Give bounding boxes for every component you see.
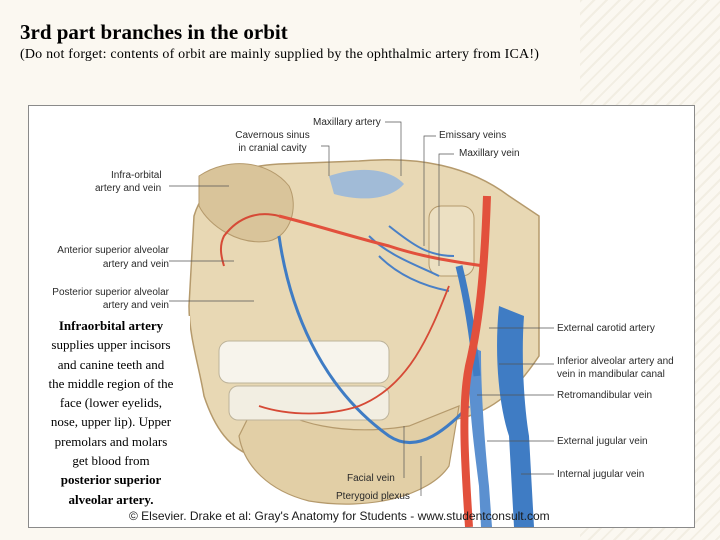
- label-post-sup-alveolar-1: Posterior superior alveolar: [52, 287, 169, 298]
- note-line-5: face (lower eyelids,: [59, 395, 163, 411]
- retromandibular-vein: [455, 265, 481, 377]
- internal-jugular-vein: [497, 306, 534, 527]
- label-infra-orbital-1: Infra-orbital: [111, 170, 162, 181]
- label-pterygoid-plexus: Pterygoid plexus: [336, 491, 410, 502]
- note-line-2: supplies upper incisors: [51, 337, 171, 353]
- note-line-9: posterior superior: [60, 472, 162, 488]
- page-title: 3rd part branches in the orbit: [20, 20, 288, 44]
- figure-copyright: © Elsevier. Drake et al: Gray's Anatomy …: [129, 509, 550, 523]
- note-line-7: premolars and molars: [54, 433, 168, 449]
- lower-teeth: [228, 385, 390, 421]
- infra-orbital-artery: [220, 213, 280, 267]
- label-retromandibular: Retromandibular vein: [557, 390, 653, 401]
- vertebra: [428, 205, 475, 277]
- note-line-8: get blood from: [72, 453, 150, 469]
- label-cavernous-sinus-2: in cranial cavity: [238, 143, 307, 154]
- label-maxillary-vein: Maxillary vein: [459, 148, 520, 159]
- note-line-10: alveolar artery.: [68, 491, 154, 507]
- label-external-jugular: External jugular vein: [557, 436, 648, 447]
- page-subtitle: (Do not forget: contents of orbit are ma…: [20, 47, 540, 62]
- external-jugular-vein: [468, 346, 492, 527]
- label-infra-orbital-2: artery and vein: [95, 183, 162, 194]
- label-ant-sup-alveolar-1: Anterior superior alveolar: [57, 245, 169, 256]
- upper-teeth: [218, 340, 390, 384]
- maxillary-artery: [278, 214, 485, 268]
- label-external-carotid: External carotid artery: [557, 323, 655, 334]
- note-line-6: nose, upper lip). Upper: [50, 414, 172, 430]
- label-ant-sup-alveolar-2: artery and vein: [102, 259, 169, 270]
- label-facial-vein: Facial vein: [347, 473, 395, 484]
- skull-illustration: [169, 121, 554, 527]
- note-line-4: the middle region of the: [48, 375, 174, 391]
- label-maxillary-artery: Maxillary artery: [313, 117, 381, 128]
- facial-vein: [277, 235, 471, 444]
- label-inf-alveolar-1: Inferior alveolar artery and: [557, 356, 674, 367]
- explanatory-note: Infraorbital artery supplies upper incis…: [32, 316, 190, 511]
- note-line-3: and canine teeth and: [57, 356, 165, 372]
- label-post-sup-alveolar-2: artery and vein: [102, 300, 169, 311]
- label-internal-jugular: Internal jugular vein: [557, 469, 645, 480]
- external-carotid-artery: [460, 195, 491, 527]
- label-cavernous-sinus-1: Cavernous sinus: [235, 130, 310, 141]
- inferior-alveolar-artery: [258, 285, 450, 415]
- note-line-1: Infraorbital artery: [58, 318, 164, 333]
- anatomy-figure: Maxillary artery Cavernous sinus in cran…: [28, 105, 695, 528]
- cavernous-sinus: [329, 169, 404, 199]
- label-inf-alveolar-2: vein in mandibular canal: [557, 369, 665, 380]
- label-emissary-veins: Emissary veins: [439, 130, 507, 141]
